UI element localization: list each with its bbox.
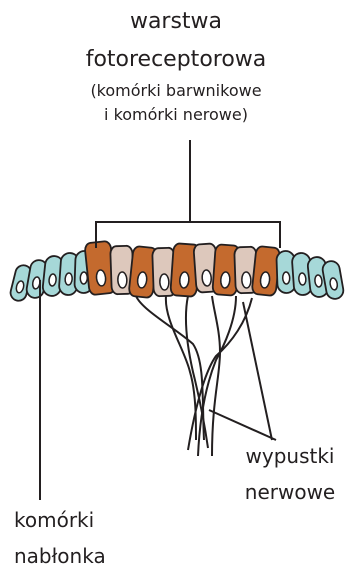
nerve-processes-label: wypustki nerwowe (228, 438, 352, 510)
nerve-label-line2: nerwowe (228, 474, 352, 510)
nerve-fiber (212, 296, 220, 456)
cell-nucleus (220, 272, 230, 289)
cell-nucleus (298, 273, 306, 285)
nerve-pointer-line (243, 302, 272, 440)
cell-nucleus (118, 272, 128, 288)
cell-nucleus (160, 274, 170, 290)
cell-row (9, 241, 345, 303)
cell-nucleus (179, 272, 189, 289)
nerve-label-line1: wypustki (228, 438, 352, 474)
cell-nucleus (202, 270, 212, 287)
nerve-fiber (188, 298, 252, 450)
cell-nucleus (65, 273, 73, 285)
epithelial-label-line2: nabłonka (14, 538, 144, 574)
cell-nucleus (48, 274, 56, 287)
cell-nucleus (242, 272, 252, 288)
epithelial-label-line1: komórki (14, 502, 144, 538)
cell-nucleus (314, 275, 322, 288)
epithelial-cells-label: komórki nabłonka (14, 502, 144, 574)
cell-nucleus (80, 272, 87, 284)
cell-nucleus (283, 272, 290, 284)
